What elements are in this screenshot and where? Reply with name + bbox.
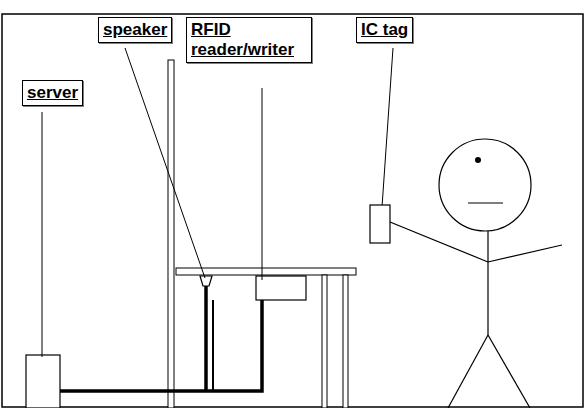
leader-line [382, 48, 393, 207]
leg [488, 335, 530, 408]
frame [2, 14, 583, 407]
leader-line [262, 88, 263, 280]
label-box: RFID reader/writer [186, 17, 312, 63]
body [487, 231, 488, 335]
label-box: speaker [98, 17, 172, 43]
wire [204, 286, 208, 391]
pole [168, 60, 174, 408]
label-box: IC tag [356, 17, 413, 43]
rfid-reader [256, 276, 306, 300]
label-text: server [27, 83, 78, 103]
ic-tag [370, 205, 390, 243]
leader-line [125, 48, 205, 278]
label-text: speaker [103, 20, 167, 40]
leader-line [42, 112, 43, 357]
wire [212, 300, 214, 391]
desk-leg [322, 275, 327, 408]
mouth [468, 202, 503, 203]
label-text: RFID reader/writer [191, 20, 307, 60]
wire [60, 300, 262, 391]
desk-leg [343, 275, 348, 408]
eye [475, 157, 481, 163]
arm [488, 245, 562, 262]
label-box: server [22, 80, 83, 106]
speaker-symbol [200, 276, 212, 286]
label-text: IC tag [361, 20, 408, 40]
leg [448, 335, 488, 408]
server-box [26, 355, 60, 408]
head [439, 139, 531, 231]
arm [390, 222, 488, 262]
